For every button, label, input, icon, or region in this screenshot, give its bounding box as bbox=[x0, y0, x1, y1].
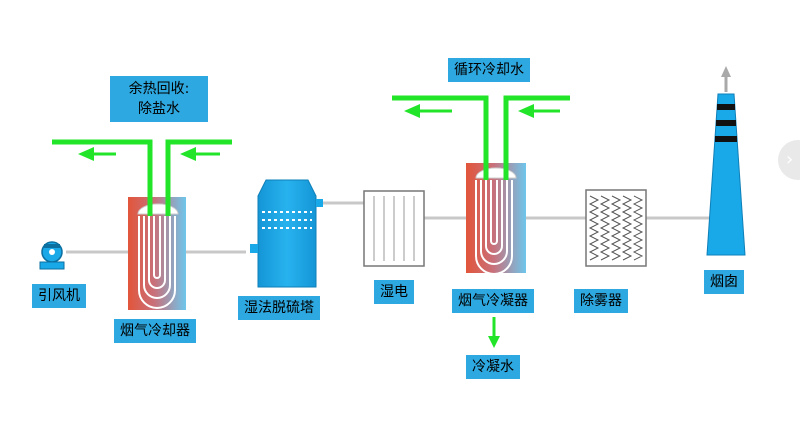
label-cooler: 烟气冷却器 bbox=[114, 319, 196, 343]
fan-icon bbox=[39, 241, 65, 270]
heat-recovery-water-flow bbox=[52, 139, 232, 216]
chimney bbox=[706, 66, 746, 256]
arrow-down-icon bbox=[488, 336, 500, 348]
demister bbox=[585, 189, 647, 267]
flue-gas-cooler bbox=[128, 197, 186, 310]
label-fan: 引风机 bbox=[32, 284, 86, 308]
label-circulating-water: 循环冷却水 bbox=[448, 58, 530, 82]
flue-gas-condenser bbox=[466, 163, 526, 275]
label-chimney: 烟囱 bbox=[704, 270, 744, 294]
label-demister: 除雾器 bbox=[574, 289, 628, 313]
label-heat-recovery-line2: 除盐水 bbox=[138, 101, 180, 117]
label-heat-recovery: 余热回收: 除盐水 bbox=[110, 76, 208, 122]
label-condensate: 冷凝水 bbox=[466, 355, 520, 379]
next-slide-button[interactable]: › bbox=[778, 140, 800, 180]
label-heat-recovery-line1: 余热回收: bbox=[128, 81, 190, 97]
arrow-left-icon bbox=[518, 104, 534, 118]
flue-gas-pipe bbox=[66, 201, 710, 254]
label-condenser: 烟气冷凝器 bbox=[452, 289, 534, 313]
wet-esp bbox=[363, 190, 425, 267]
chevron-right-icon: › bbox=[786, 149, 794, 170]
label-desulfurizer: 湿法脱硫塔 bbox=[238, 296, 320, 320]
condensate-flow bbox=[488, 317, 500, 348]
circulating-water-flow bbox=[392, 95, 570, 180]
arrow-left-icon bbox=[78, 147, 94, 161]
arrow-left-icon bbox=[404, 104, 420, 118]
desulfurization-tower bbox=[250, 179, 323, 288]
arrow-left-icon bbox=[180, 147, 196, 161]
label-wesp: 湿电 bbox=[374, 280, 414, 304]
